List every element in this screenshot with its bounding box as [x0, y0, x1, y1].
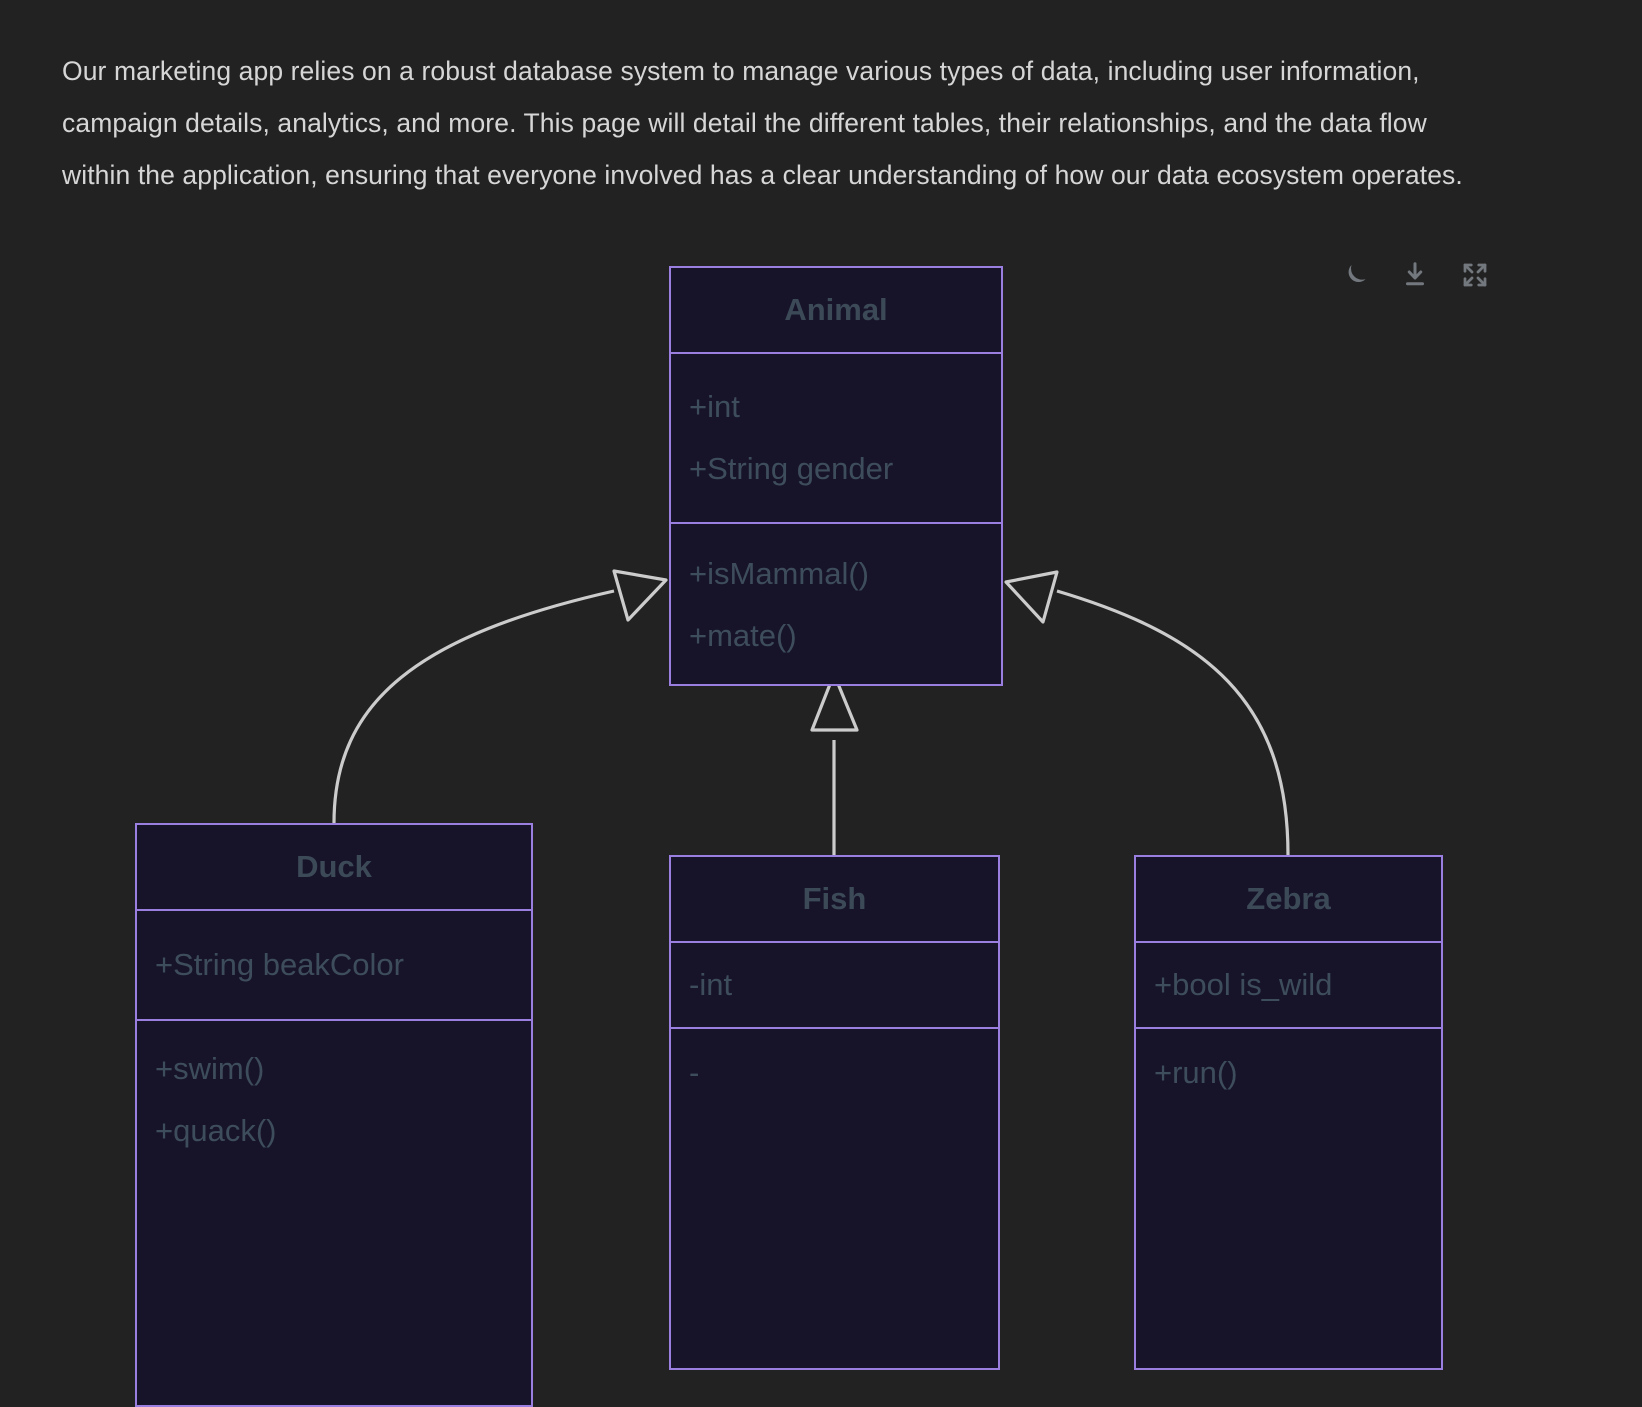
dark-mode-button[interactable]: [1340, 260, 1370, 290]
intro-paragraph: Our marketing app relies on a robust dat…: [62, 55, 1463, 190]
dark-mode-icon: [1340, 260, 1370, 290]
attribute-row: +String beakColor: [155, 947, 404, 982]
class-methods: -: [671, 1027, 998, 1117]
class-title: Zebra: [1246, 881, 1331, 916]
method-row: +run(): [1154, 1055, 1238, 1090]
class-attributes: +int +String gender: [671, 352, 1001, 522]
method-row: +isMammal(): [689, 556, 869, 591]
uml-class-duck[interactable]: Duck +String beakColor +swim() +quack(): [135, 823, 533, 1407]
class-attributes: +bool is_wild: [1136, 941, 1441, 1027]
uml-diagram-canvas[interactable]: Animal +int +String gender +isMammal() +…: [0, 230, 1642, 1407]
method-row: +quack(): [155, 1113, 277, 1148]
class-title: Fish: [802, 881, 867, 916]
fullscreen-button[interactable]: [1460, 260, 1490, 290]
method-row: -: [689, 1055, 700, 1090]
uml-class-animal[interactable]: Animal +int +String gender +isMammal() +…: [669, 266, 1003, 686]
arrowhead-duck: [612, 569, 668, 622]
class-attributes: -int: [671, 941, 998, 1027]
attribute-row: +bool is_wild: [1154, 967, 1333, 1002]
class-title: Duck: [296, 849, 372, 884]
method-row: +mate(): [689, 618, 797, 653]
edge-zebra-animal: [1056, 589, 1290, 856]
uml-class-zebra[interactable]: Zebra +bool is_wild +run(): [1134, 855, 1443, 1370]
attribute-row: -int: [689, 967, 733, 1002]
attribute-row: +String gender: [689, 451, 894, 486]
uml-class-fish[interactable]: Fish -int -: [669, 855, 1000, 1370]
edge-duck-animal: [332, 589, 615, 824]
class-methods: +isMammal() +mate(): [671, 522, 1001, 686]
attribute-row: +int: [689, 389, 740, 424]
class-attributes: +String beakColor: [137, 909, 531, 1019]
class-methods: +run(): [1136, 1027, 1441, 1117]
method-row: +swim(): [155, 1051, 265, 1086]
fullscreen-icon: [1460, 260, 1490, 290]
diagram-toolbar: [1340, 260, 1490, 290]
class-title: Animal: [784, 292, 888, 327]
arrowhead-zebra: [1004, 570, 1059, 624]
download-icon: [1400, 260, 1430, 290]
class-methods: +swim() +quack(): [137, 1019, 531, 1179]
download-button[interactable]: [1400, 260, 1430, 290]
